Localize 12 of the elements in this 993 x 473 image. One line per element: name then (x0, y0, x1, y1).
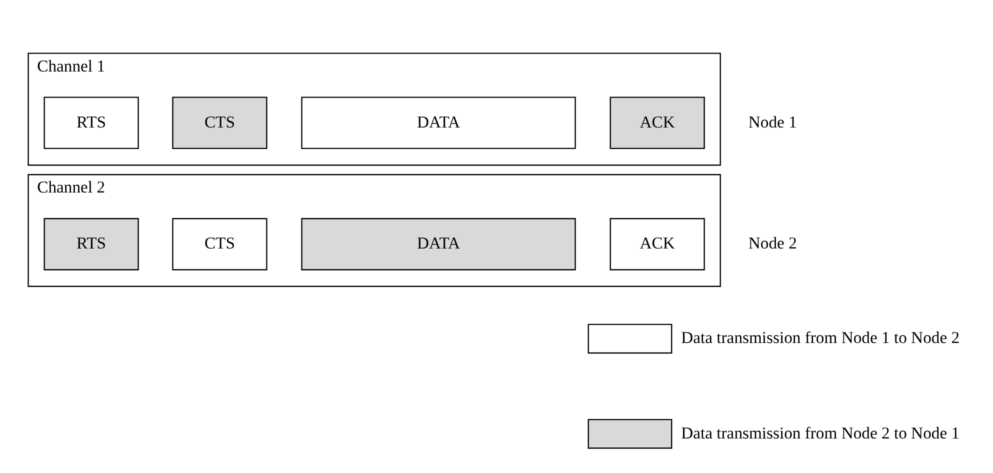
node-box: ACK (610, 96, 705, 150)
node-box: CTS (172, 218, 268, 270)
legend-label: Data transmission from Node 1 to Node 2 (681, 328, 960, 348)
node-box: RTS (44, 96, 139, 150)
label: Node 2 (748, 234, 797, 253)
legend-label: Data transmission from Node 2 to Node 1 (681, 423, 960, 442)
node-box: DATA (301, 96, 576, 150)
node-box: DATA (301, 218, 576, 270)
label: Node 1 (748, 112, 797, 132)
node-box: RTS (44, 218, 139, 270)
node-box: ACK (610, 218, 705, 270)
node-box: CTS (172, 96, 268, 150)
